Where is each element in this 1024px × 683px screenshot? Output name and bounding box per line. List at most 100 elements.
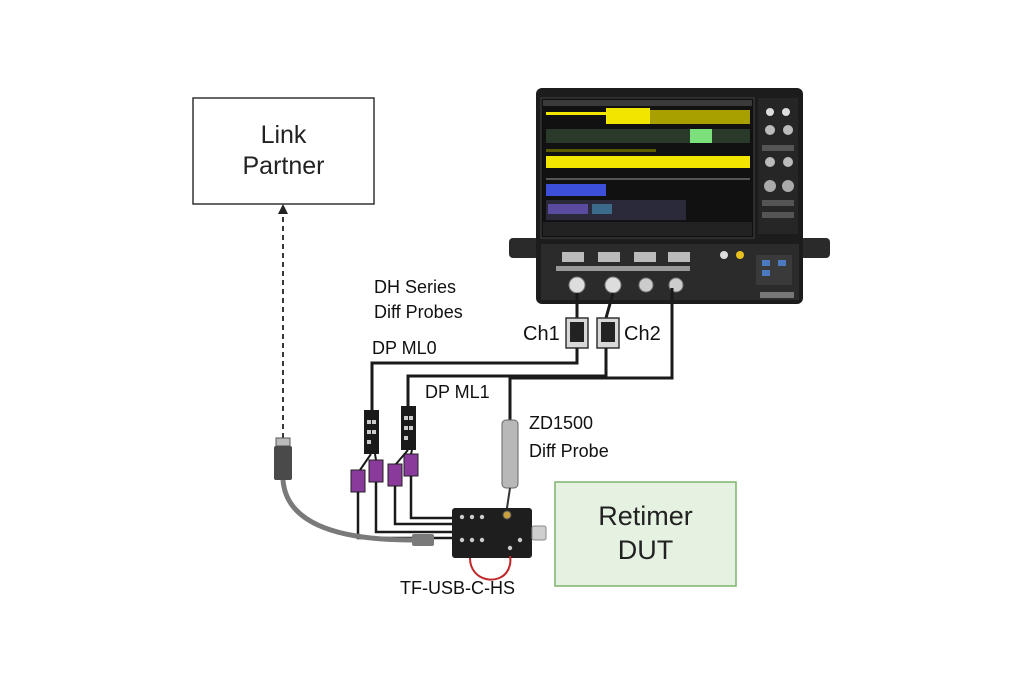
scope-thumb-1: [548, 204, 588, 214]
usb-ports: [756, 255, 792, 285]
fixture-pad: [459, 537, 465, 543]
ch2-probe-lead: [604, 292, 615, 319]
zd1500-tip: [506, 487, 511, 509]
scope-handle-left: [509, 238, 539, 258]
probe-head-detail: [409, 426, 413, 430]
sma-tip: [350, 469, 366, 493]
usb-c-plug-link-partner: [274, 446, 292, 480]
probe-head-detail: [404, 436, 408, 440]
link-partner-line2: Partner: [242, 152, 325, 180]
probe-head-detail: [372, 430, 376, 434]
sma-lead: [359, 453, 372, 471]
dp-ml0-label: DP ML0: [372, 338, 437, 358]
fixture-pad: [469, 514, 475, 520]
ch2-label: Ch2: [624, 323, 661, 345]
scope-thumb-2: [592, 204, 612, 214]
ch2-input-connector: [604, 276, 622, 294]
scope-knob: [764, 180, 776, 192]
sma-lead: [395, 449, 409, 465]
probe-head-detail: [367, 420, 371, 424]
scope-knob: [783, 157, 793, 167]
probe-head-detail: [367, 430, 371, 434]
channel-indicator: [598, 252, 620, 262]
scope-menu-bar: [543, 100, 752, 106]
sma-tip: [403, 453, 419, 477]
fixture-pad: [479, 537, 485, 543]
scope-knob: [782, 180, 794, 192]
dp-ml1-cable: [406, 348, 608, 408]
probe-head-detail: [372, 420, 376, 424]
scope-button-row: [762, 145, 794, 151]
trace-2-bg: [546, 129, 750, 143]
fixture-label: TF-USB-C-HS: [400, 578, 515, 598]
trace-1c: [650, 110, 750, 124]
dh-series-label-line2: Diff Probes: [374, 302, 463, 322]
sma-cable: [393, 486, 452, 526]
retimer-line1: Retimer: [598, 501, 693, 532]
trace-4-line: [546, 178, 750, 180]
scope-button: [766, 108, 774, 116]
probe-head-detail: [404, 416, 408, 420]
usb-c-plug-tip: [275, 437, 291, 447]
zd1500-diff-probe: [501, 419, 519, 489]
fixture-pad: [479, 514, 485, 520]
fixture-usb-c-receptacle: [531, 525, 547, 541]
trace-5: [546, 184, 606, 196]
dh-probe-head-ml1: [401, 406, 416, 450]
trace-1b: [606, 108, 650, 124]
channel-strip: [556, 266, 690, 271]
fixture-pad: [517, 537, 523, 543]
fixture-pad: [469, 537, 475, 543]
zd1500-cable: [508, 288, 674, 420]
fixture-pad: [507, 545, 513, 551]
probe-head-detail: [409, 416, 413, 420]
scope-knob: [765, 157, 775, 167]
fixture-sma-connector: [502, 510, 512, 520]
sma-cable: [409, 476, 452, 520]
scope-control-panel: [758, 98, 798, 234]
dh-series-label-line1: DH Series: [374, 277, 457, 297]
trace-2-burst: [690, 129, 712, 143]
probe-head-detail: [367, 440, 371, 444]
retimer-dut-label: Retimer DUT: [555, 482, 736, 586]
retimer-line2: DUT: [617, 535, 674, 565]
link-partner-box: [192, 97, 375, 205]
zd1500-label-line2: Diff Probe: [529, 441, 609, 461]
ch2-probe-amplifier-face: [601, 322, 615, 342]
sma-cable: [374, 482, 452, 534]
usb-c-plug-fixture: [412, 534, 434, 546]
scope-power-button: [720, 251, 728, 259]
red-loop-wire: [469, 555, 512, 581]
probe-head-detail: [404, 426, 408, 430]
ch1-probe-amplifier-face: [570, 322, 584, 342]
usb-port: [762, 270, 770, 276]
sma-tip: [387, 463, 403, 487]
trace-1a: [546, 112, 606, 115]
zd1500-label-line1: ZD1500: [529, 413, 594, 433]
scope-button-row: [762, 212, 794, 218]
link-partner-line1: Link: [260, 120, 307, 149]
scope-indicator-led: [736, 251, 744, 259]
scope-status-bar: [543, 222, 752, 236]
scope-knob: [765, 125, 775, 135]
dp-ml1-label: DP ML1: [425, 382, 490, 402]
scope-foot-label: [760, 292, 794, 298]
usb-port: [778, 260, 786, 266]
retimer-dut-box: [554, 481, 737, 587]
sma-tip: [368, 459, 384, 483]
sma-lead: [374, 453, 377, 461]
tf-usb-c-hs-fixture: [452, 508, 532, 558]
link-arrowhead: [278, 204, 288, 214]
ch1-label: Ch1: [523, 323, 560, 345]
scope-button-row: [762, 200, 794, 206]
dh-probe-head-ml0: [364, 410, 379, 454]
dp-ml0-cable: [370, 348, 579, 410]
link-partner-label: Link Partner: [193, 98, 374, 204]
oscilloscope: [509, 88, 830, 304]
scope-button: [782, 108, 790, 116]
fixture-pad: [459, 514, 465, 520]
channel-indicator: [634, 252, 656, 262]
usb-c-cable: [280, 479, 413, 543]
trace-3b: [546, 156, 750, 168]
